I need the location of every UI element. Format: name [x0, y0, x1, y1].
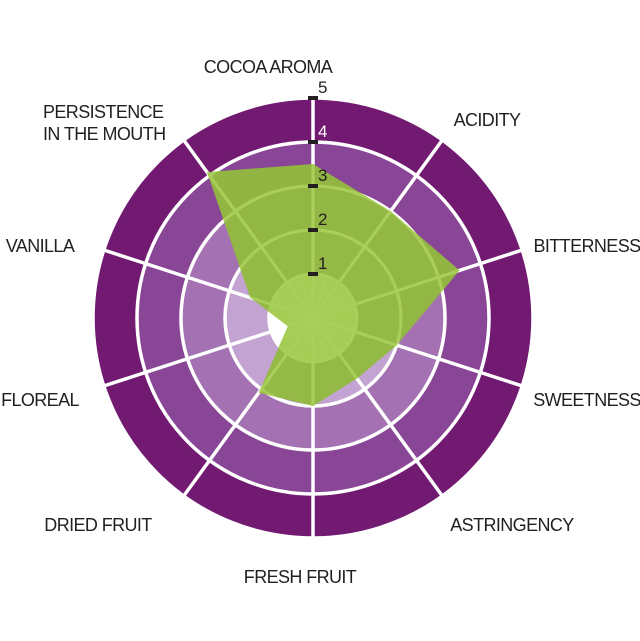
axis-label-persistence-line1: PERSISTENCE: [43, 102, 164, 122]
axis-label-persistence-line2: IN THE MOUTH: [43, 124, 165, 144]
axis-label-astringency: ASTRINGENCY: [450, 515, 574, 535]
axis-label-sweetness: SWEETNESS: [533, 390, 640, 410]
tick-mark-2: [308, 228, 318, 232]
axis-label-vanilla: VANILLA: [6, 236, 75, 256]
tick-mark-5: [308, 96, 318, 100]
tick-label-1: 1: [318, 254, 327, 273]
tick-mark-4: [308, 140, 318, 144]
tick-mark-3: [308, 184, 318, 188]
tick-label-4: 4: [318, 122, 327, 141]
tick-mark-1: [308, 272, 318, 276]
axis-label-dried-fruit: DRIED FRUIT: [44, 515, 152, 535]
tick-label-5: 5: [318, 78, 327, 97]
axis-label-fresh-fruit: FRESH FRUIT: [244, 567, 357, 587]
spoke: [103, 316, 314, 388]
axis-label-floreal: FLOREAL: [1, 390, 79, 410]
tick-marks: [308, 96, 318, 276]
axis-label-acidity: ACIDITY: [454, 110, 521, 130]
axis-label-cocoa-aroma: COCOA AROMA: [204, 57, 333, 77]
tick-label-2: 2: [318, 210, 327, 229]
tick-label-3: 3: [318, 166, 327, 185]
axis-label-bitterness: BITTERNESS: [533, 236, 640, 256]
